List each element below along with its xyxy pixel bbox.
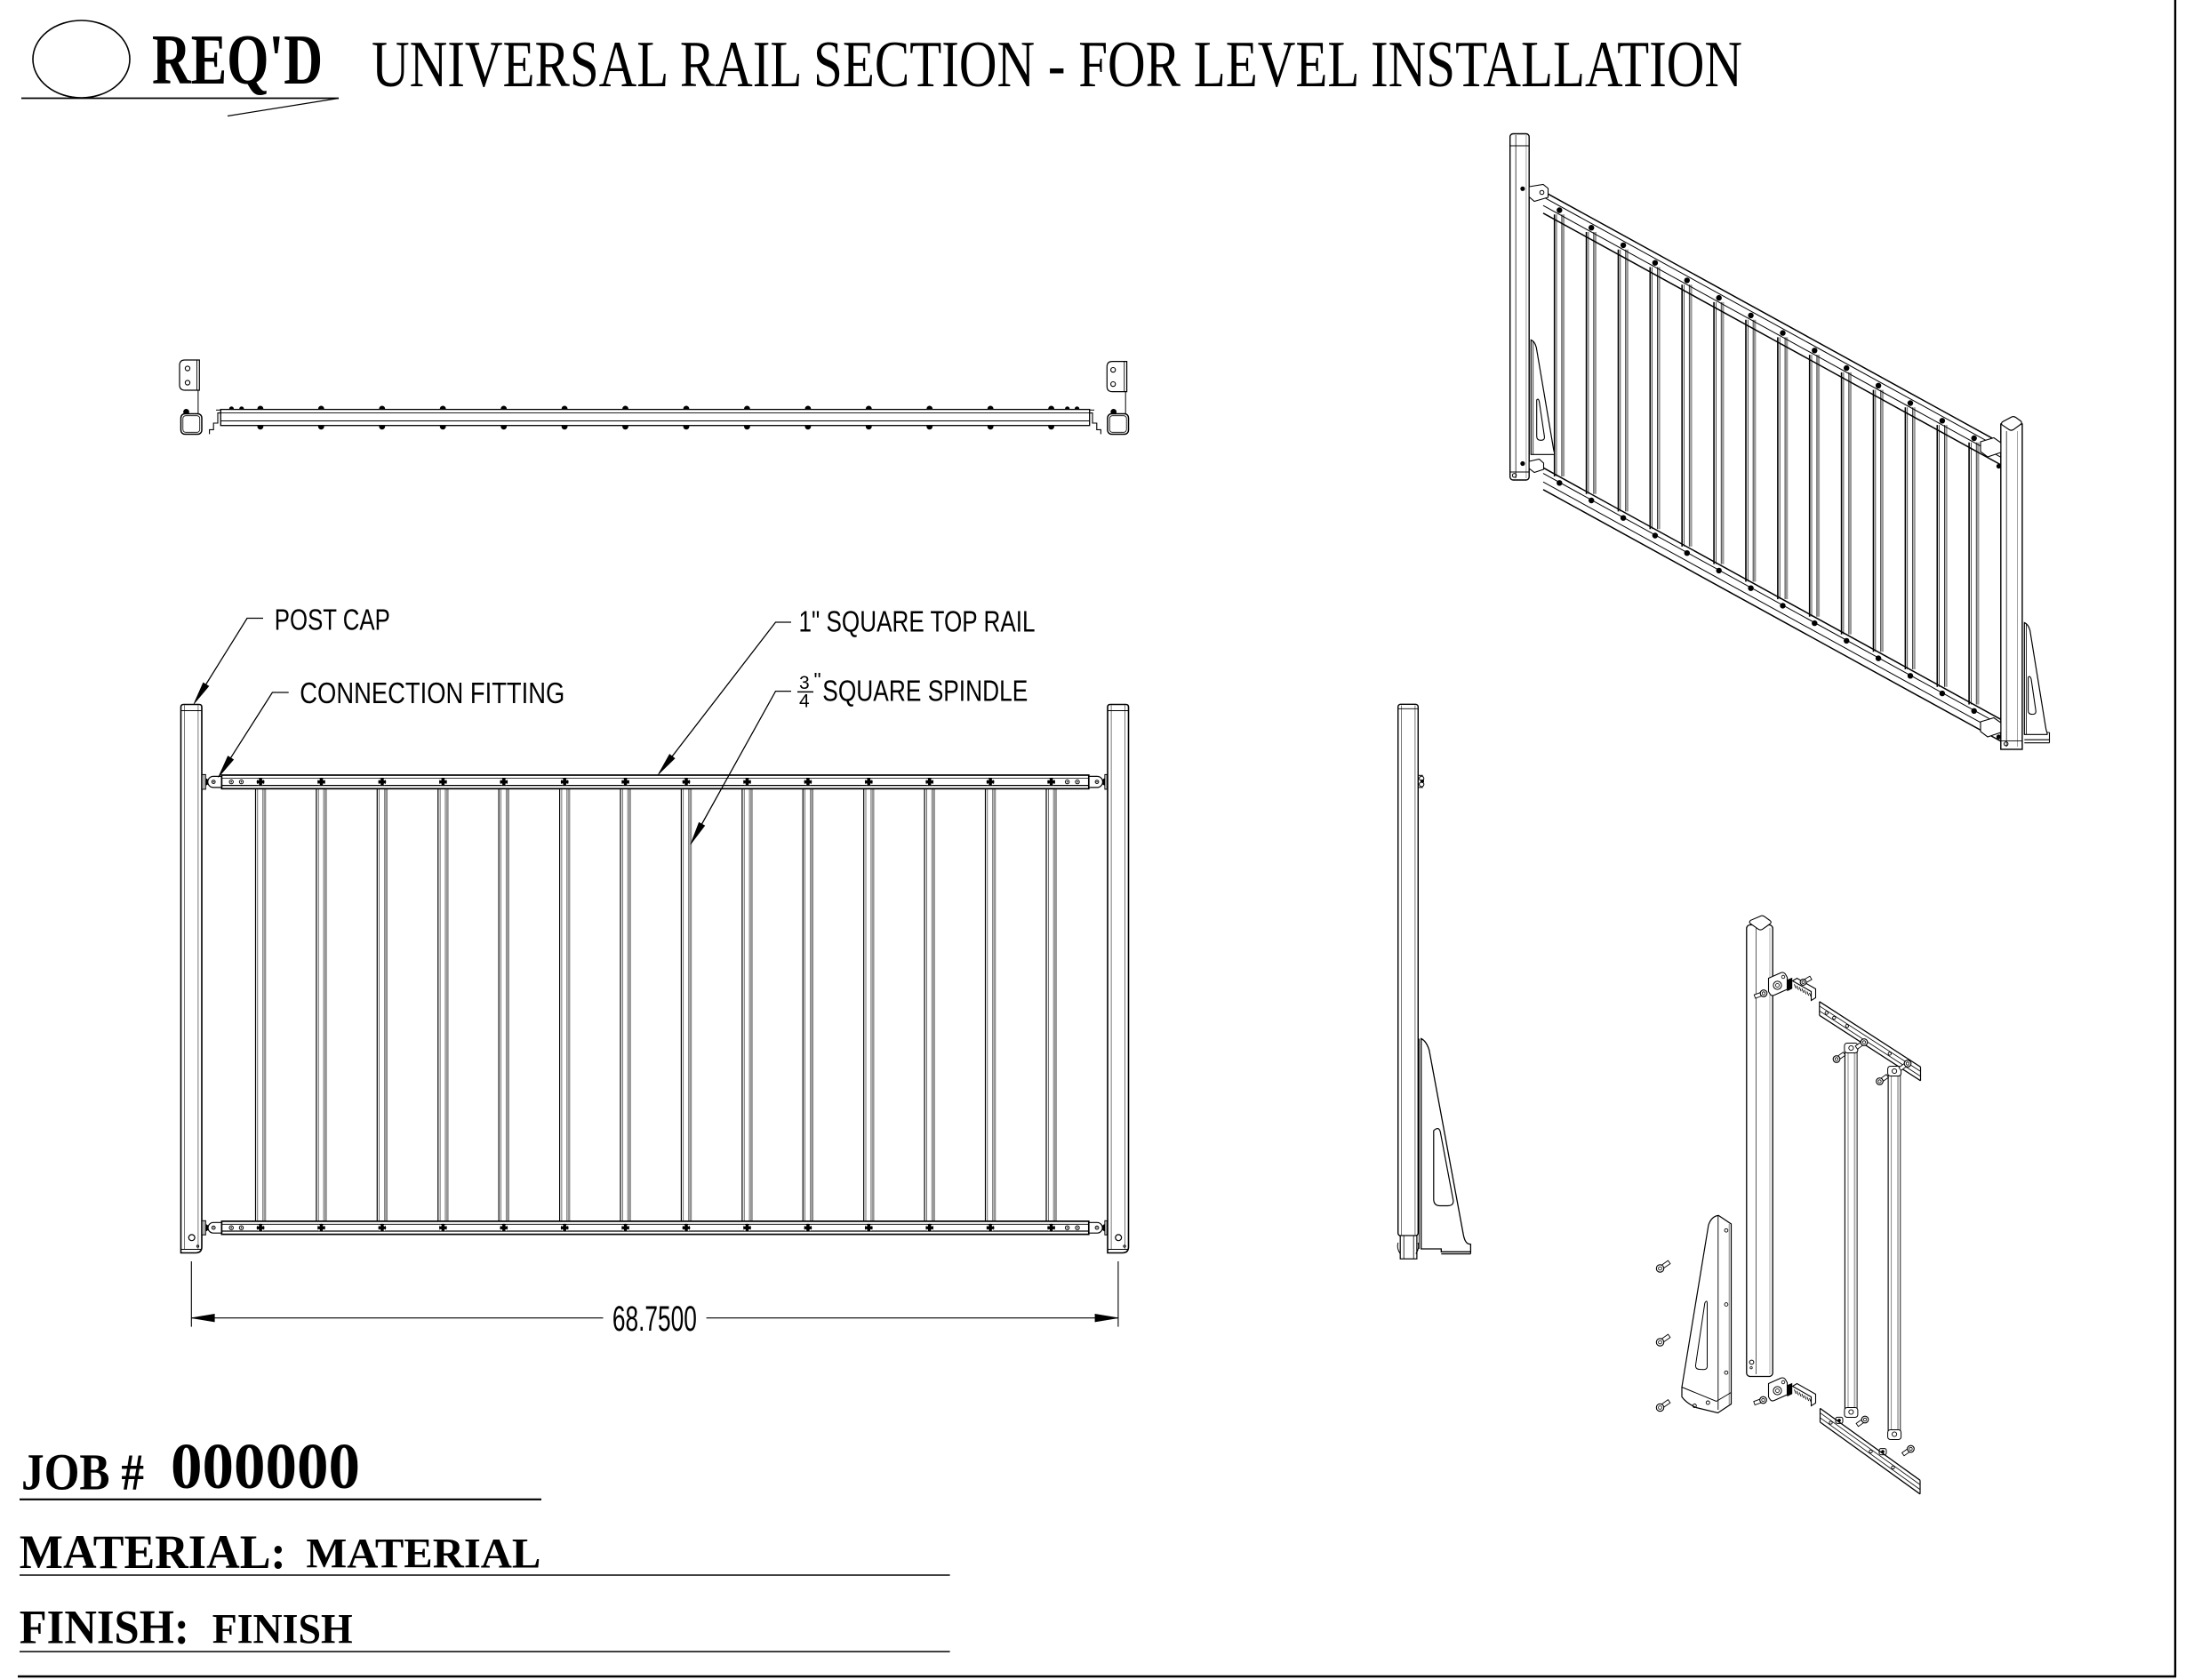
svg-text:4: 4 (799, 692, 810, 712)
svg-text:3: 3 (799, 673, 810, 693)
svg-text:POST CAP: POST CAP (275, 604, 390, 636)
svg-text:UNIVERSAL RAIL SECTION - FOR L: UNIVERSAL RAIL SECTION - FOR LEVEL INSTA… (372, 28, 1742, 101)
svg-text:JOB #: JOB # (21, 1443, 144, 1500)
svg-text:FINISH: FINISH (212, 1605, 353, 1652)
svg-text:SQUARE SPINDLE: SQUARE SPINDLE (822, 676, 1028, 708)
svg-text:MATERIAL: MATERIAL (306, 1530, 540, 1577)
svg-text:": " (814, 668, 821, 692)
svg-text:REQ'D: REQ'D (152, 21, 323, 100)
svg-text:1" SQUARE TOP RAIL: 1" SQUARE TOP RAIL (799, 605, 1036, 638)
svg-text:FINISH:: FINISH: (20, 1600, 189, 1653)
svg-text:MATERIAL:: MATERIAL: (20, 1525, 286, 1579)
svg-text:CONNECTION FITTING: CONNECTION FITTING (300, 677, 564, 710)
svg-text:68.7500: 68.7500 (612, 1300, 697, 1339)
svg-text:000000: 000000 (171, 1430, 360, 1502)
